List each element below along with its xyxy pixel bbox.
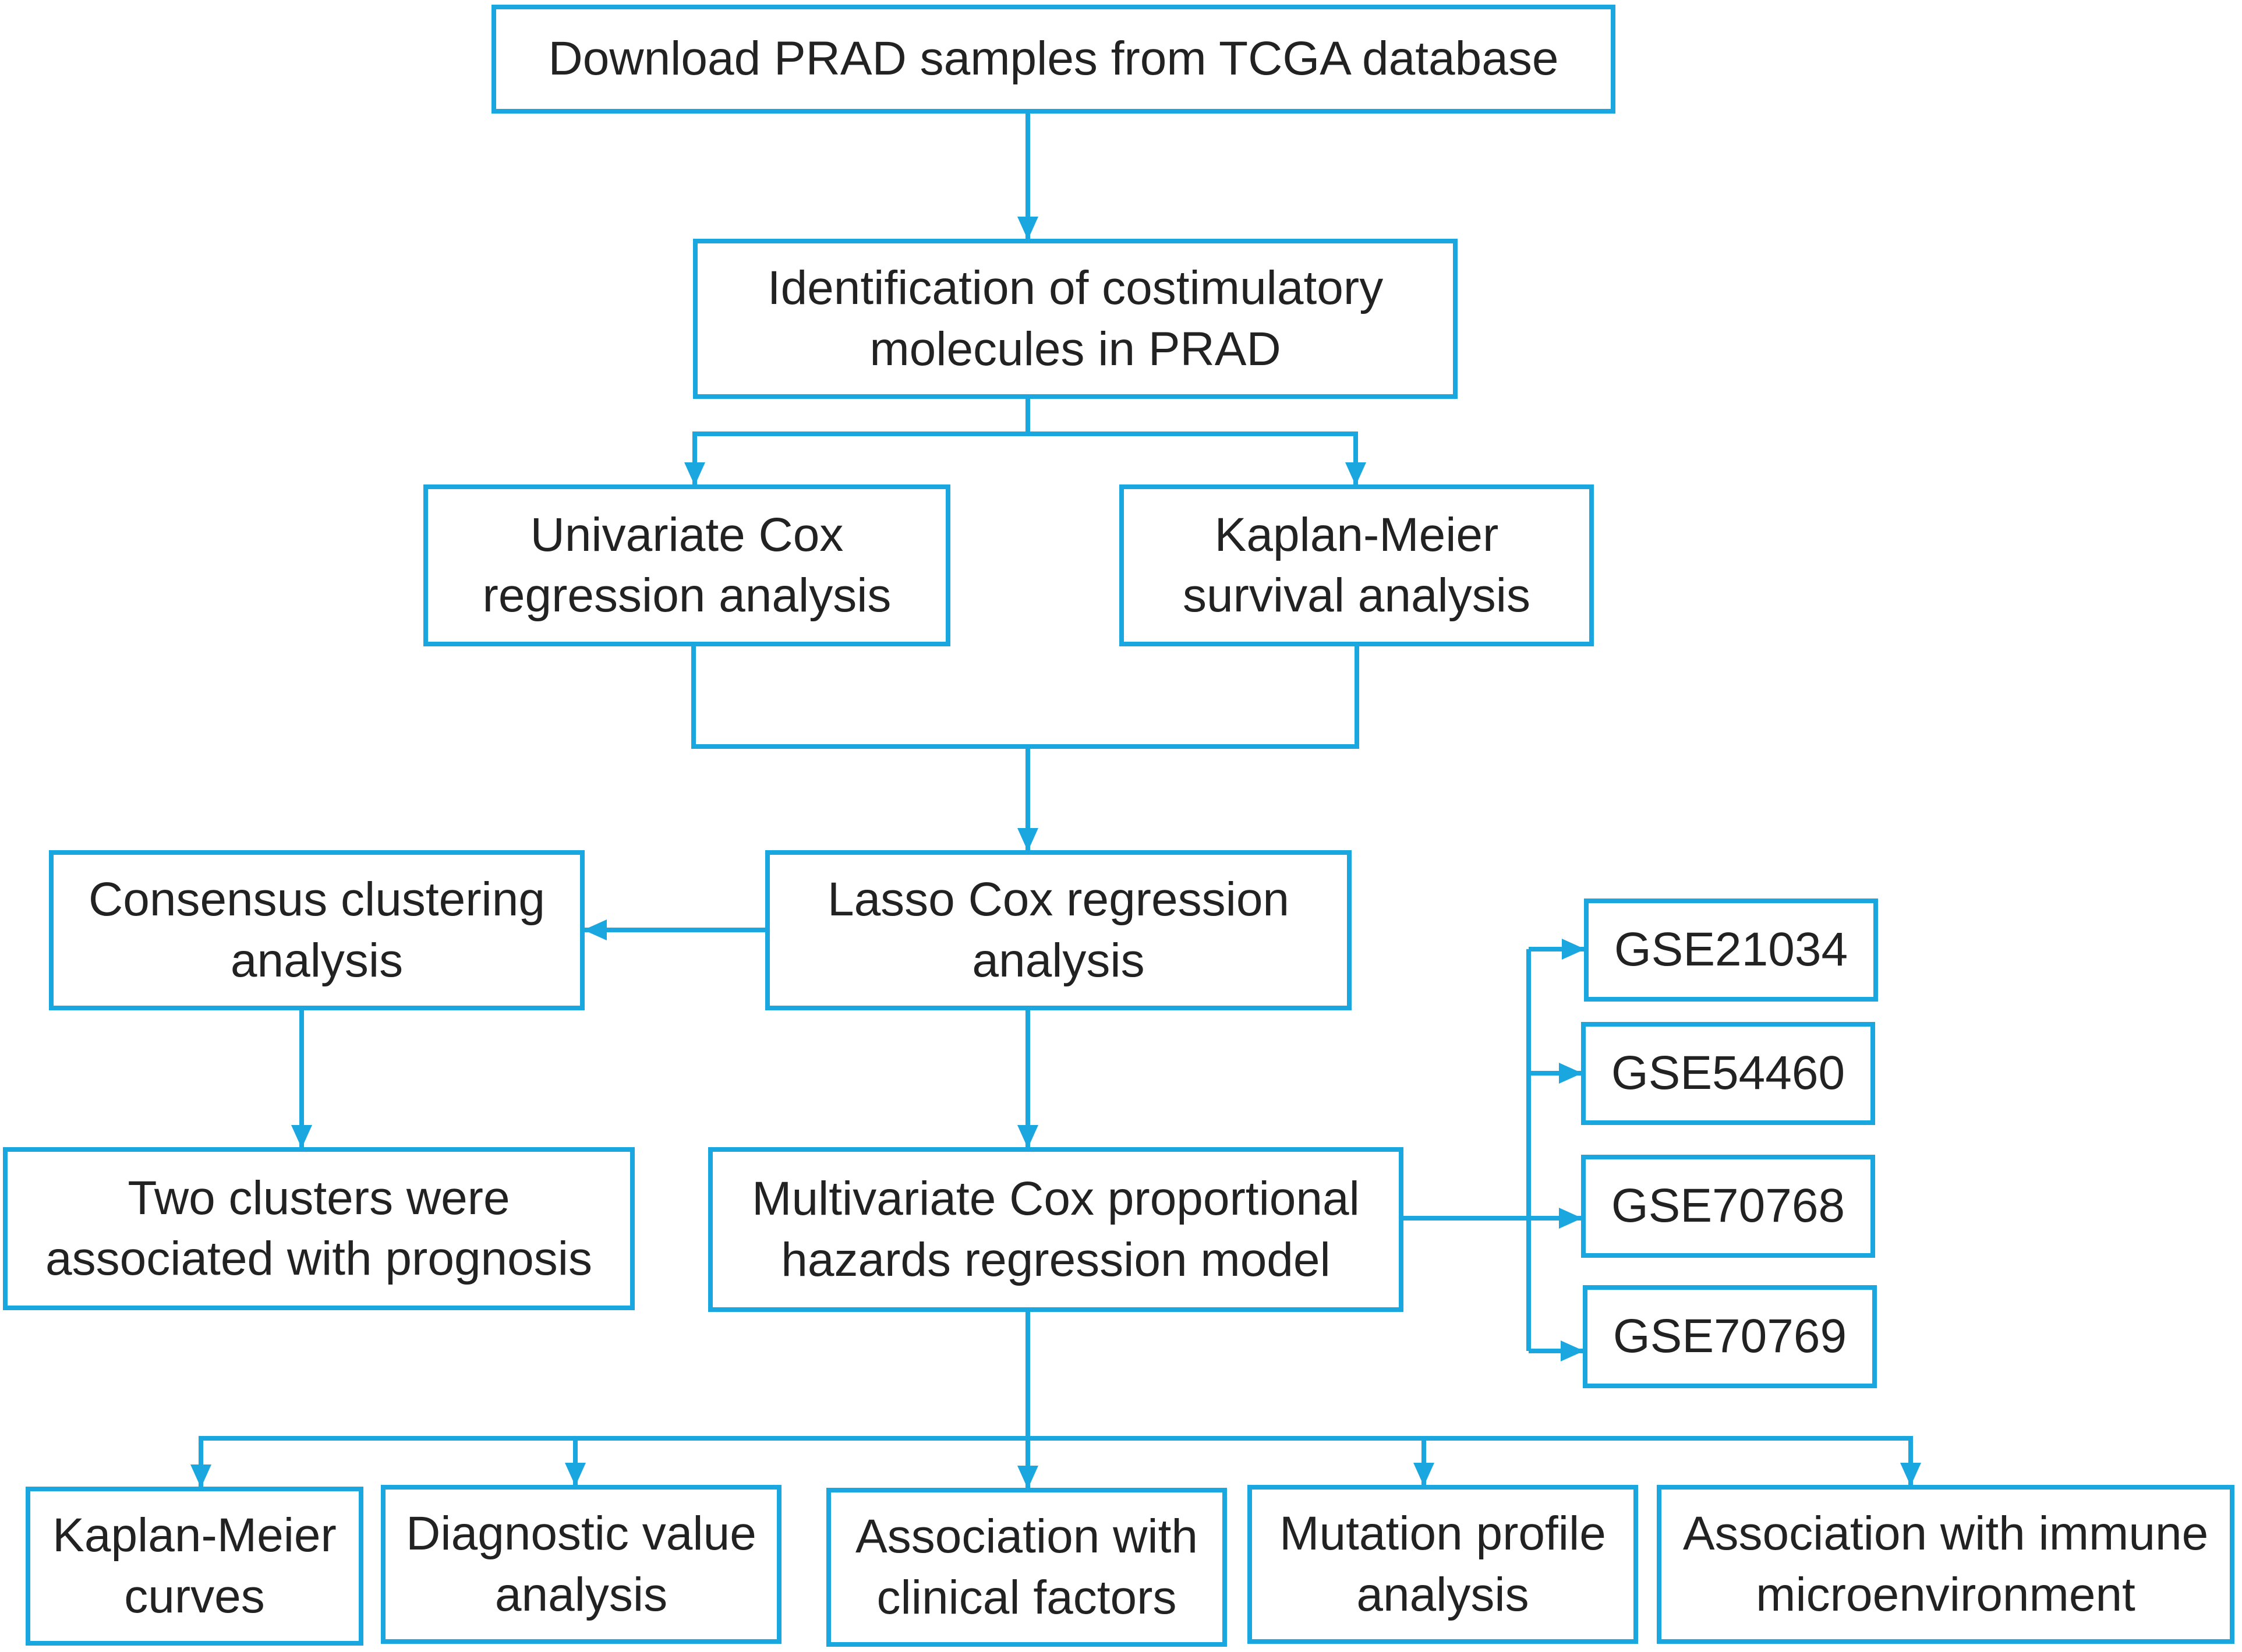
consensus-label: Consensus clustering analysis xyxy=(89,873,545,987)
mutation-box: Mutation profile analysis xyxy=(1247,1485,1638,1644)
multivariate-label: Multivariate Cox proportional hazards re… xyxy=(752,1172,1360,1286)
clinical-box: Association with clinical factors xyxy=(826,1488,1227,1647)
univariate-box: Univariate Cox regression analysis xyxy=(423,484,950,646)
gse54460-label: GSE54460 xyxy=(1611,1046,1845,1100)
two-clusters-label: Two clusters were associated with progno… xyxy=(45,1171,592,1285)
lasso-label: Lasso Cox regression analysis xyxy=(827,873,1290,987)
km-curves-label: Kaplan-Meier curves xyxy=(52,1509,337,1623)
consensus-box: Consensus clustering analysis xyxy=(49,850,585,1010)
km-curves-box: Kaplan-Meier curves xyxy=(26,1487,363,1646)
diagnostic-label: Diagnostic value analysis xyxy=(406,1507,756,1621)
identification-box: Identification of costimulatory molecule… xyxy=(693,239,1458,399)
clinical-label: Association with clinical factors xyxy=(855,1510,1198,1624)
gse70768-box: GSE70768 xyxy=(1581,1155,1875,1258)
download-box: Download PRAD samples from TCGA database xyxy=(491,5,1615,114)
kaplan-survival-label: Kaplan-Meier survival analysis xyxy=(1183,508,1530,622)
gse70768-label: GSE70768 xyxy=(1611,1179,1845,1233)
kaplan-survival-box: Kaplan-Meier survival analysis xyxy=(1119,484,1594,646)
univariate-label: Univariate Cox regression analysis xyxy=(482,508,892,622)
gse21034-label: GSE21034 xyxy=(1614,923,1848,977)
two-clusters-box: Two clusters were associated with progno… xyxy=(3,1147,635,1310)
gse70769-box: GSE70769 xyxy=(1583,1285,1877,1388)
immune-label: Association with immune microenvironment xyxy=(1682,1507,2209,1621)
download-label: Download PRAD samples from TCGA database xyxy=(548,32,1559,86)
gse21034-box: GSE21034 xyxy=(1584,898,1878,1002)
diagnostic-box: Diagnostic value analysis xyxy=(381,1485,781,1644)
mutation-label: Mutation profile analysis xyxy=(1279,1507,1606,1621)
connector-merge-to-lasso xyxy=(691,646,1359,749)
gse54460-box: GSE54460 xyxy=(1581,1022,1875,1125)
multivariate-box: Multivariate Cox proportional hazards re… xyxy=(708,1147,1403,1312)
identification-label: Identification of costimulatory molecule… xyxy=(767,261,1384,376)
gse70769-label: GSE70769 xyxy=(1612,1310,1847,1363)
lasso-box: Lasso Cox regression analysis xyxy=(765,850,1352,1010)
immune-box: Association with immune microenvironment xyxy=(1657,1485,2234,1644)
